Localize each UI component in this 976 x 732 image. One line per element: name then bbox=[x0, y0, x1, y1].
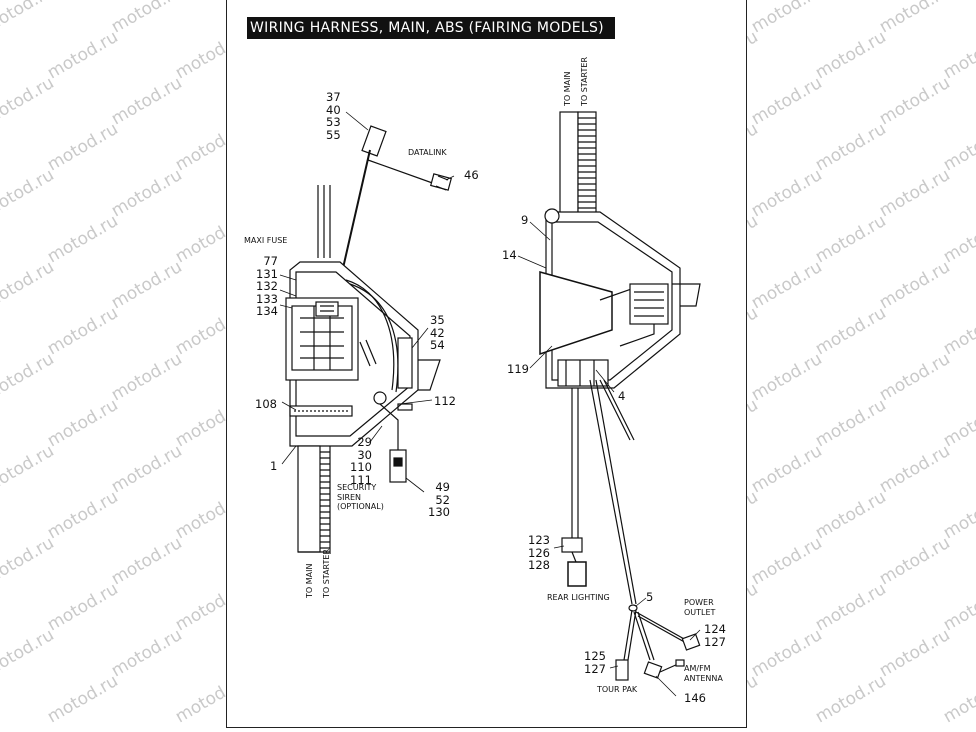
label-to-main-left: TO MAIN bbox=[305, 563, 314, 598]
callout-112: 112 bbox=[434, 394, 456, 408]
callout-119: 119 bbox=[507, 362, 529, 376]
callout-5: 5 bbox=[646, 590, 654, 604]
label-to-starter-left: TO STARTER bbox=[322, 548, 331, 598]
left-harness-assembly bbox=[285, 125, 452, 554]
left-leader-lines bbox=[279, 111, 455, 493]
callout-37-40-53-55: 37 40 53 55 bbox=[326, 90, 341, 142]
label-to-main-right: TO MAIN bbox=[563, 71, 572, 106]
callout-108: 108 bbox=[255, 397, 277, 411]
label-maxi-fuse: MAXI FUSE bbox=[244, 236, 288, 245]
callout-124-127: 124 127 bbox=[704, 622, 726, 649]
callout-1: 1 bbox=[270, 459, 278, 473]
callout-9: 9 bbox=[521, 213, 529, 227]
callout-125-127: 125 127 bbox=[584, 649, 606, 676]
callout-123-126-128: 123 126 128 bbox=[528, 533, 550, 572]
right-harness-assembly bbox=[539, 111, 701, 681]
callout-77-134: 77 131 132 133 134 bbox=[256, 254, 278, 318]
callout-35-42-54: 35 42 54 bbox=[430, 313, 445, 352]
label-power-outlet: POWER OUTLET bbox=[684, 598, 716, 617]
callout-29-30-110-111: 29 30 110 111 bbox=[350, 435, 372, 487]
callout-49-52-130: 49 52 130 bbox=[428, 480, 450, 519]
title-bar bbox=[247, 17, 615, 39]
label-to-starter-right: TO STARTER bbox=[580, 56, 589, 106]
label-security-siren: SECURITY SIREN (OPTIONAL) bbox=[337, 483, 384, 511]
callout-14: 14 bbox=[502, 248, 517, 262]
diagram-title: WIRING HARNESS, MAIN, ABS (FAIRING MODEL… bbox=[250, 20, 604, 36]
right-leader-lines bbox=[517, 221, 701, 697]
label-rear-lighting: REAR LIGHTING bbox=[547, 593, 610, 602]
callout-4: 4 bbox=[618, 389, 626, 403]
callout-146: 146 bbox=[684, 691, 706, 705]
callout-46: 46 bbox=[464, 168, 479, 182]
label-tour-pak: TOUR PAK bbox=[597, 685, 638, 694]
label-am-fm-antenna: AM/FM ANTENNA bbox=[684, 664, 723, 683]
label-datalink: DATALINK bbox=[408, 148, 447, 157]
